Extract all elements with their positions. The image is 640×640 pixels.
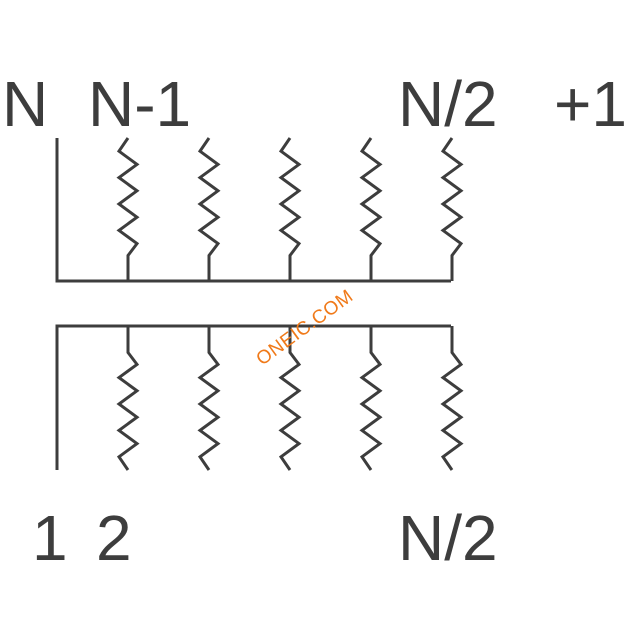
top-resistor-1 xyxy=(116,137,140,281)
label-pin-n-half-top: N/2 xyxy=(398,68,498,140)
label-pin-n: N xyxy=(2,68,48,140)
bottom-resistor-row xyxy=(116,326,464,471)
label-pin-n-half-bottom: N/2 xyxy=(398,502,498,574)
bottom-resistor-2 xyxy=(197,326,221,471)
bottom-resistor-1 xyxy=(116,326,140,471)
top-resistor-row xyxy=(116,137,464,281)
bottom-resistor-4 xyxy=(359,326,383,471)
top-resistor-3 xyxy=(278,137,302,281)
top-resistor-5 xyxy=(440,137,464,281)
bottom-common-bus xyxy=(55,324,451,470)
label-pin-2: 2 xyxy=(96,502,132,574)
bottom-resistor-5 xyxy=(440,326,464,471)
top-resistor-4 xyxy=(359,137,383,281)
bottom-resistor-3 xyxy=(278,326,302,471)
label-pin-1: 1 xyxy=(32,502,68,574)
label-pin-plus-1: +1 xyxy=(554,68,627,140)
top-common-bus xyxy=(55,138,451,283)
watermark-text: ONEIC.COM xyxy=(253,286,358,370)
label-pin-n-minus-1: N-1 xyxy=(88,68,191,140)
top-resistor-2 xyxy=(197,137,221,281)
